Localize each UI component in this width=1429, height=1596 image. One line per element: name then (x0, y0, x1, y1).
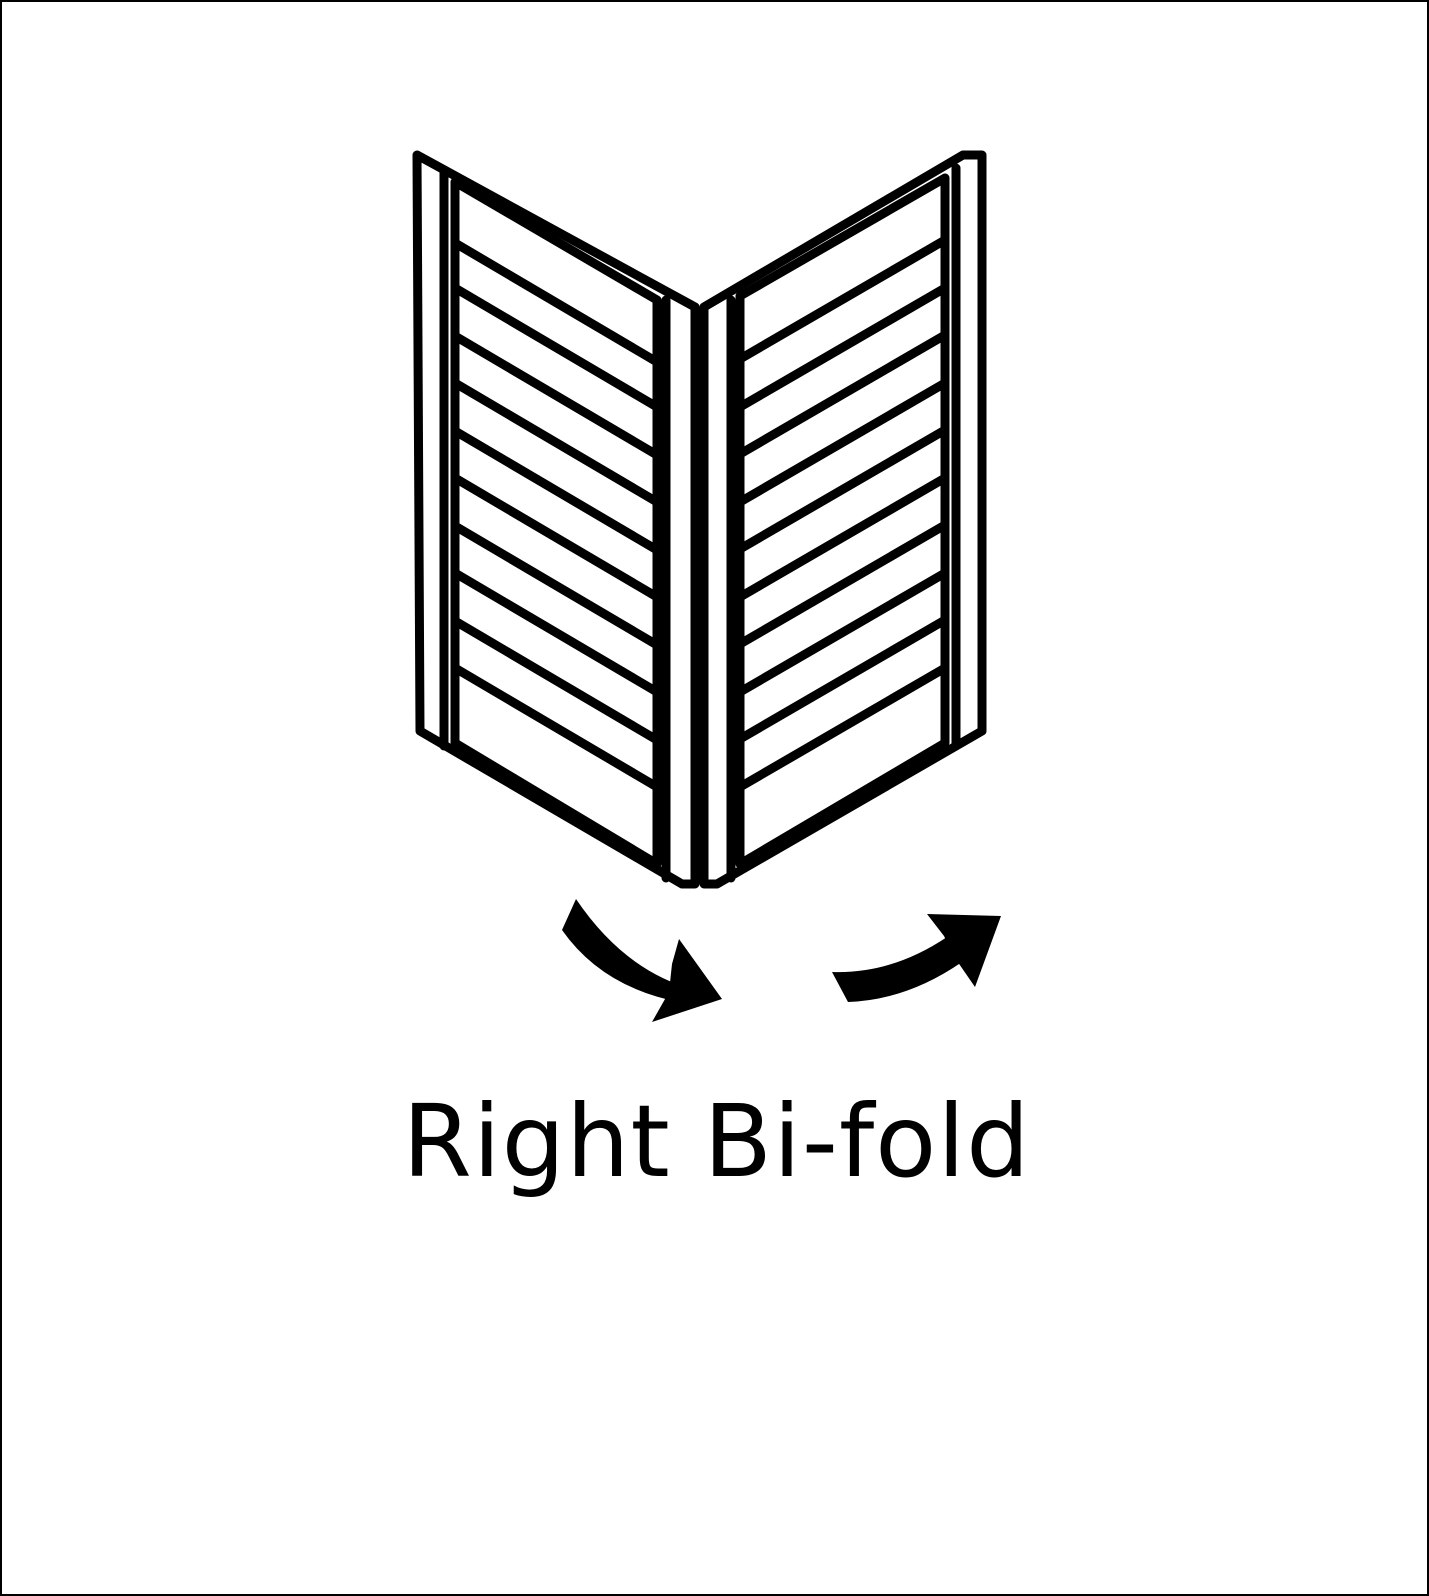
louver (735, 330, 950, 459)
left-shutter-panel (412, 150, 700, 889)
louver (735, 520, 950, 649)
diagram-caption: Right Bi-fold (402, 1083, 1031, 1200)
louver (450, 331, 662, 460)
curved-arrow-up-right-icon (832, 914, 1001, 1002)
left-panel-outline (412, 150, 700, 889)
arrow-shaft (832, 937, 962, 1002)
arrow-head (927, 914, 1001, 987)
right-panel-inner-frame (735, 173, 950, 869)
right-shutter-panel (699, 150, 987, 889)
louver (450, 238, 662, 367)
louver (735, 615, 950, 744)
louver (450, 663, 662, 792)
louver (735, 425, 950, 554)
left-panel-louvers (450, 238, 662, 792)
louver (735, 378, 950, 507)
bifold-shutter-icon (412, 150, 987, 889)
louver (450, 426, 662, 555)
louver (450, 283, 662, 412)
louver (735, 663, 950, 792)
curved-arrow-right-down-icon (562, 899, 722, 1022)
louver (450, 568, 662, 697)
right-panel-louvers (735, 235, 950, 792)
louver (735, 283, 950, 412)
louver (450, 378, 662, 507)
louver (450, 616, 662, 745)
arrow-head (652, 939, 722, 1022)
louver (450, 521, 662, 650)
louver (735, 235, 950, 364)
left-panel-inner-frame (450, 177, 662, 869)
arrow-shaft (562, 899, 692, 1002)
louver (735, 568, 950, 697)
louver (735, 473, 950, 602)
louver (450, 473, 662, 602)
right-panel-outline (699, 150, 987, 889)
